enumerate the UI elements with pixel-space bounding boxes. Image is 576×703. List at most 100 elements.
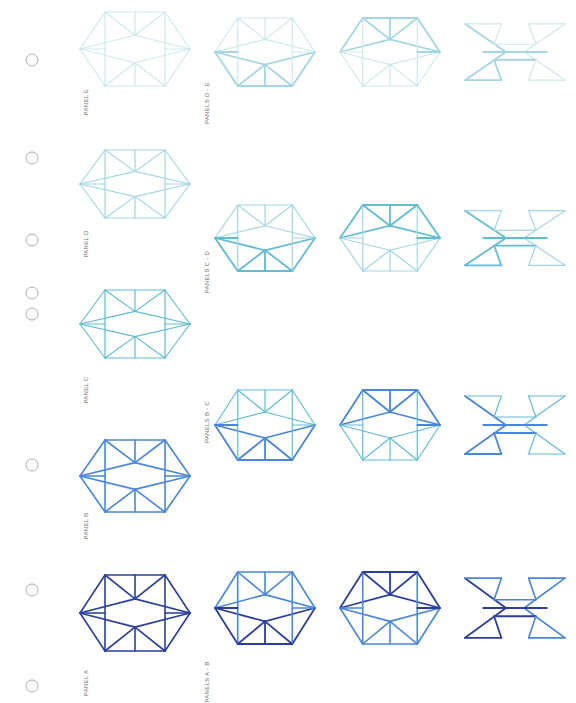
- lattice-member: [105, 440, 135, 463]
- lattice-member: [105, 337, 135, 358]
- lattice-member: [494, 60, 501, 80]
- panel-label: PANEL B: [83, 513, 89, 540]
- lattice-member: [529, 616, 536, 638]
- lattice-member: [340, 425, 390, 438]
- lattice-member: [389, 621, 391, 644]
- lattice-member: [165, 183, 190, 184]
- lattice-member: [135, 197, 165, 218]
- lattice-member: [529, 577, 565, 579]
- lattice-member: [165, 612, 190, 614]
- lattice-member: [265, 18, 292, 39]
- lattice-member: [363, 572, 390, 595]
- lattice-member: [529, 265, 565, 266]
- lattice-member: [340, 412, 390, 425]
- lattice-member: [265, 238, 315, 250]
- lattice-panel: [215, 18, 315, 86]
- lattice-member: [135, 463, 190, 476]
- lattice-member: [465, 425, 506, 454]
- lattice-member: [465, 210, 501, 211]
- lattice-member: [292, 424, 315, 425]
- lattice-member: [215, 425, 265, 438]
- lattice-member: [390, 621, 417, 644]
- lattice-member: [524, 425, 565, 454]
- lattice-member: [265, 205, 292, 226]
- lattice-member: [265, 595, 315, 608]
- lattice-member: [265, 425, 315, 438]
- lattice-member: [529, 80, 565, 81]
- lattice-member: [80, 35, 135, 49]
- lattice-member: [524, 211, 565, 238]
- lattice-member: [215, 52, 265, 65]
- lattice-member: [135, 599, 190, 613]
- lattice-member: [465, 637, 501, 639]
- lattice-member: [265, 65, 292, 86]
- lattice-panel: [80, 150, 190, 218]
- lattice-member: [238, 250, 265, 271]
- lattice-member: [105, 63, 135, 86]
- panel-drawings: [80, 12, 565, 651]
- lattice-member: [238, 572, 265, 595]
- lattice-member: [134, 290, 135, 311]
- lattice-member: [465, 608, 506, 638]
- lattice-panel: [80, 290, 190, 358]
- lattice-member: [465, 453, 501, 455]
- lattice-member: [340, 595, 390, 608]
- lattice-member: [389, 18, 391, 39]
- lattice-member: [134, 197, 135, 218]
- lattice-member: [105, 575, 135, 599]
- lattice-member: [265, 390, 292, 412]
- lattice-panel: [465, 24, 565, 80]
- lattice-member: [524, 24, 565, 52]
- lattice-member: [238, 390, 265, 412]
- lattice-member: [529, 396, 536, 417]
- lattice-panel: [340, 572, 440, 644]
- lattice-member: [494, 230, 536, 231]
- lattice-panel: [340, 390, 440, 460]
- lattice-member: [529, 637, 565, 639]
- lattice-panel: [80, 440, 190, 512]
- lattice-member: [465, 211, 506, 238]
- lattice-member: [483, 51, 547, 53]
- lattice-member: [264, 390, 265, 412]
- lattice-member: [264, 621, 266, 644]
- lattice-member: [524, 238, 565, 265]
- lattice-member: [80, 49, 135, 63]
- lattice-member: [524, 396, 565, 425]
- lattice-member: [80, 184, 135, 197]
- lattice-member: [264, 18, 265, 39]
- lattice-member: [215, 226, 265, 238]
- lattice-member: [465, 577, 501, 579]
- lattice-member: [494, 433, 501, 454]
- lattice-member: [80, 311, 135, 324]
- lattice-member: [215, 51, 238, 53]
- lattice-panel: [465, 211, 565, 266]
- lattice-member: [135, 627, 165, 651]
- row-markers: [26, 54, 38, 692]
- row-marker: [26, 308, 38, 320]
- row-marker: [26, 234, 38, 246]
- panel-label: PANEL D: [83, 230, 89, 257]
- lattice-member: [390, 412, 440, 425]
- lattice-member: [363, 390, 390, 412]
- lattice-member: [265, 438, 292, 460]
- lattice-member: [264, 572, 266, 595]
- lattice-member: [529, 578, 536, 600]
- lattice-member: [264, 205, 265, 226]
- lattice-member: [135, 476, 190, 489]
- lattice-member: [483, 237, 547, 239]
- lattice-member: [494, 245, 536, 247]
- lattice-member: [389, 390, 391, 412]
- lattice-member: [465, 24, 506, 52]
- lattice-member: [363, 621, 390, 644]
- lattice-member: [134, 63, 135, 86]
- lattice-member: [494, 432, 536, 434]
- lattice-member: [265, 572, 292, 595]
- lattice-member: [389, 572, 391, 595]
- lattice-member: [529, 453, 565, 454]
- lattice-member: [390, 250, 417, 271]
- lattice-member: [390, 438, 417, 460]
- lattice-member: [529, 433, 536, 454]
- lattice-member: [264, 250, 266, 271]
- panel-label: PANEL E: [83, 89, 89, 116]
- lattice-member: [529, 211, 536, 231]
